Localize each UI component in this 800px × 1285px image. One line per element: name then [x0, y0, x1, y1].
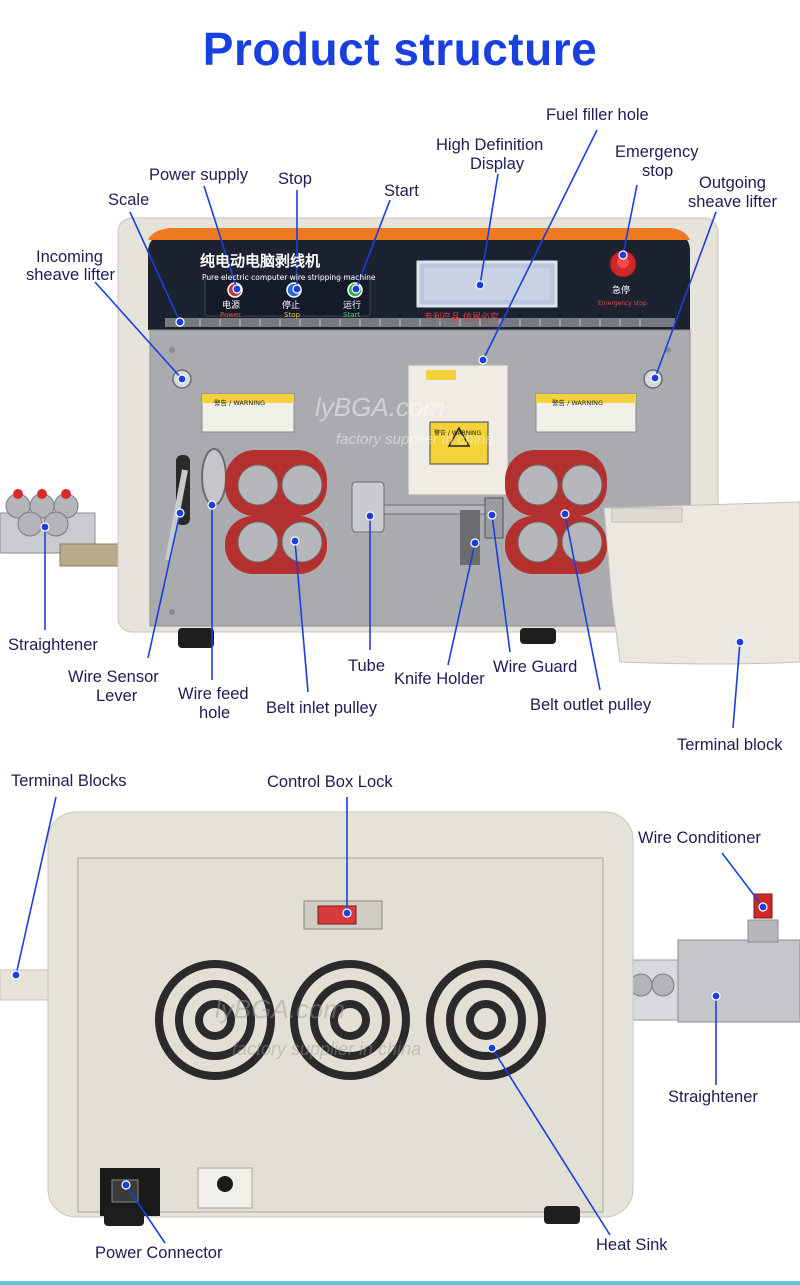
label-terminal-block: Terminal block: [677, 736, 783, 754]
label-power-connector: Power Connector: [95, 1244, 223, 1262]
machine-name-en: Pure electric computer wire stripping ma…: [202, 273, 376, 282]
label-outgoing-lifter-2: sheave lifter: [688, 193, 777, 211]
label-outgoing-lifter-1: Outgoing: [699, 174, 766, 192]
stop-button-en: Stop: [284, 311, 300, 319]
label-knife-holder: Knife Holder: [394, 670, 485, 688]
label-hd-display-2: Display: [470, 155, 525, 173]
label-straightener-front: Straightener: [8, 636, 98, 654]
left-straightener: [0, 489, 211, 567]
label-heat-sink: Heat Sink: [596, 1236, 668, 1254]
label-scale: Scale: [108, 191, 150, 209]
label-tube: Tube: [348, 657, 385, 675]
watermark-front: lyBGA.com: [315, 392, 446, 422]
page-title: Product structure: [202, 23, 598, 75]
front-leader-lines: [44, 129, 741, 729]
label-hd-display-1: High Definition: [436, 136, 544, 154]
label-emergency-stop-2: stop: [642, 162, 674, 180]
warning-label-right: 警告 / WARNING: [552, 399, 604, 407]
power-button-en: Power: [220, 311, 242, 319]
label-wire-sensor-1: Wire Sensor: [68, 668, 159, 686]
label-wire-feed-1: Wire feed: [178, 685, 249, 703]
start-button-cn: 运行: [343, 301, 362, 311]
label-straightener-back: Straightener: [668, 1088, 758, 1106]
label-control-box-lock: Control Box Lock: [267, 773, 393, 791]
patent-text: 专利产品 仿冒必究: [424, 313, 499, 323]
label-wire-sensor-2: Lever: [96, 687, 138, 705]
label-wire-conditioner: Wire Conditioner: [638, 829, 761, 847]
estop-label-en: Emergency stop: [598, 300, 647, 307]
front-machine-illustration: [0, 129, 800, 729]
label-wire-guard: Wire Guard: [493, 658, 578, 676]
label-wire-feed-2: hole: [199, 704, 231, 722]
warning-label-box: 警告 / WARNING: [434, 430, 482, 437]
stop-button-cn: 停止: [282, 301, 301, 311]
label-terminal-blocks: Terminal Blocks: [11, 772, 127, 790]
label-stop: Stop: [278, 170, 312, 188]
label-incoming-lifter-1: Incoming: [36, 248, 103, 266]
label-power-supply: Power supply: [149, 166, 249, 184]
start-button-en: Start: [343, 311, 361, 319]
label-incoming-lifter-2: sheave lifter: [26, 266, 115, 284]
estop-label-cn: 急停: [612, 286, 631, 296]
label-start: Start: [384, 182, 419, 200]
watermark-front-sub: factory supplier in china: [336, 431, 494, 448]
warning-label-left: 警告 / WARNING: [214, 399, 266, 407]
label-fuel-filler-hole: Fuel filler hole: [546, 106, 649, 124]
watermark-back-sub: factory supplier in china: [232, 1039, 422, 1059]
power-button-cn: 电源: [222, 301, 241, 311]
machine-name-cn: 纯电动电脑剥线机: [200, 252, 321, 270]
label-belt-inlet: Belt inlet pulley: [266, 699, 377, 717]
front-leader-dots: [40, 250, 745, 647]
label-emergency-stop-1: Emergency: [615, 143, 699, 161]
label-belt-outlet: Belt outlet pulley: [530, 696, 652, 714]
watermark-back: lyBGA.com: [215, 994, 346, 1024]
